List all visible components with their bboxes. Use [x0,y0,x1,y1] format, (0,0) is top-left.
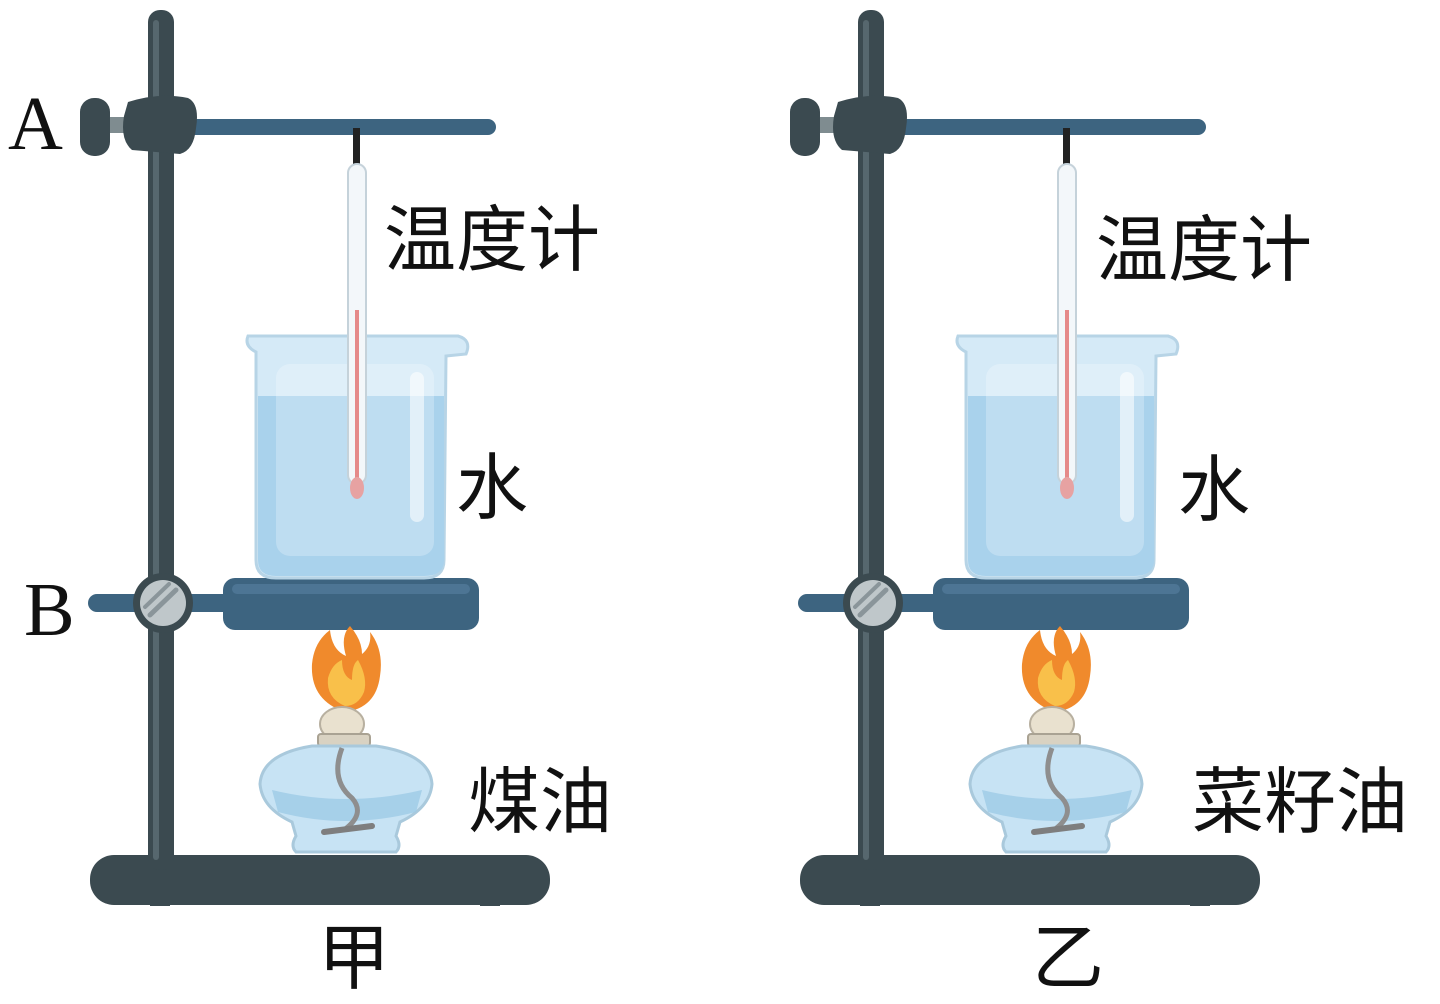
right-caption: 乙 [1032,916,1105,1000]
right-fuel-label: 菜籽油 [1192,760,1409,844]
point-b-label: B [24,568,75,652]
point-a-label: A [8,82,63,166]
left-fuel-label: 煤油 [468,760,613,844]
right-water-label: 水 [1178,448,1251,532]
left-water-label: 水 [456,446,529,530]
left-thermometer-label: 温度计 [384,198,601,282]
right-thermometer-label: 温度计 [1096,208,1313,292]
left-caption: 甲 [318,916,391,1000]
